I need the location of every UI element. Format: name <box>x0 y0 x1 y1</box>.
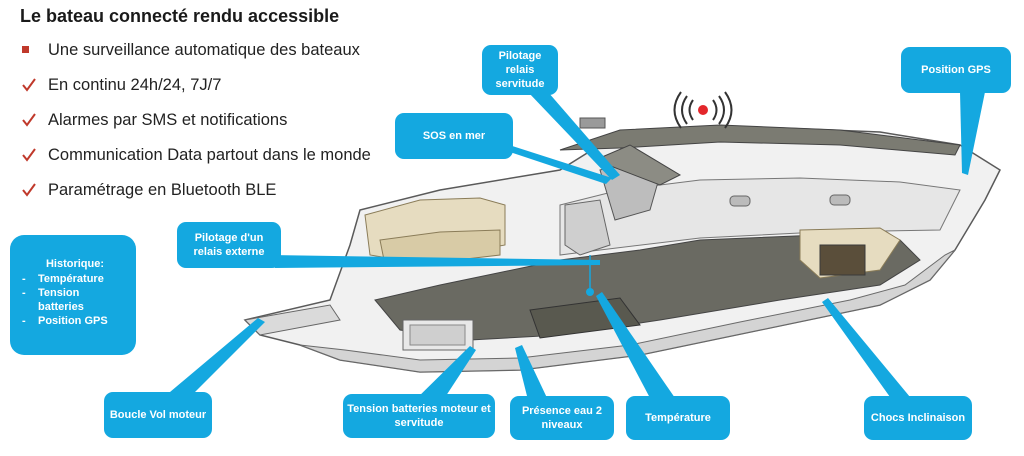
historique-box: Historique: -Température -Tension batter… <box>10 235 136 355</box>
historique-item: Tension batteries <box>38 287 84 313</box>
list-item: Communication Data partout dans le monde <box>22 145 371 180</box>
check-icon <box>22 145 48 162</box>
historique-list: -Température -Tension batteries -Positio… <box>22 272 128 328</box>
bullet-text: Communication Data partout dans le monde <box>48 146 371 164</box>
callout-chocs-inclinaison: Chocs Inclinaison <box>864 396 972 440</box>
square-bullet-icon <box>22 40 48 60</box>
callout-tension-batteries: Tension batteries moteur et servitude <box>343 394 495 438</box>
check-icon <box>22 180 48 197</box>
callout-temperature: Température <box>626 396 730 440</box>
list-item: Paramétrage en Bluetooth BLE <box>22 180 371 215</box>
list-item: -Position GPS <box>22 315 108 327</box>
callout-boucle-vol-moteur: Boucle Vol moteur <box>104 392 212 438</box>
list-item: En continu 24h/24, 7J/7 <box>22 75 371 110</box>
callout-pilotage-relais-servitude: Pilotage relais servitude <box>482 45 558 95</box>
feature-list: Une surveillance automatique des bateaux… <box>22 40 371 215</box>
callout-pilotage-relais-externe: Pilotage d'un relais externe <box>177 222 281 268</box>
check-icon <box>22 75 48 92</box>
list-item: -Température <box>22 273 104 285</box>
bullet-text: Paramétrage en Bluetooth BLE <box>48 181 277 199</box>
callout-position-gps: Position GPS <box>901 47 1011 93</box>
callout-sos-en-mer: SOS en mer <box>395 113 513 159</box>
wireless-signal-icon <box>673 91 733 129</box>
list-item: Alarmes par SMS et notifications <box>22 110 371 145</box>
historique-item: Position GPS <box>38 315 108 327</box>
bullet-text: En continu 24h/24, 7J/7 <box>48 76 222 94</box>
page-title: Le bateau connecté rendu accessible <box>20 6 340 26</box>
list-item: Une surveillance automatique des bateaux <box>22 40 371 75</box>
bullet-text: Une surveillance automatique des bateaux <box>48 41 360 59</box>
check-icon <box>22 110 48 127</box>
historique-item: Température <box>38 273 104 285</box>
bullet-text: Alarmes par SMS et notifications <box>48 111 288 129</box>
historique-title: Historique: <box>45 258 105 270</box>
callout-presence-eau: Présence eau 2 niveaux <box>510 396 614 440</box>
list-item: -Tension batteries <box>22 286 128 314</box>
